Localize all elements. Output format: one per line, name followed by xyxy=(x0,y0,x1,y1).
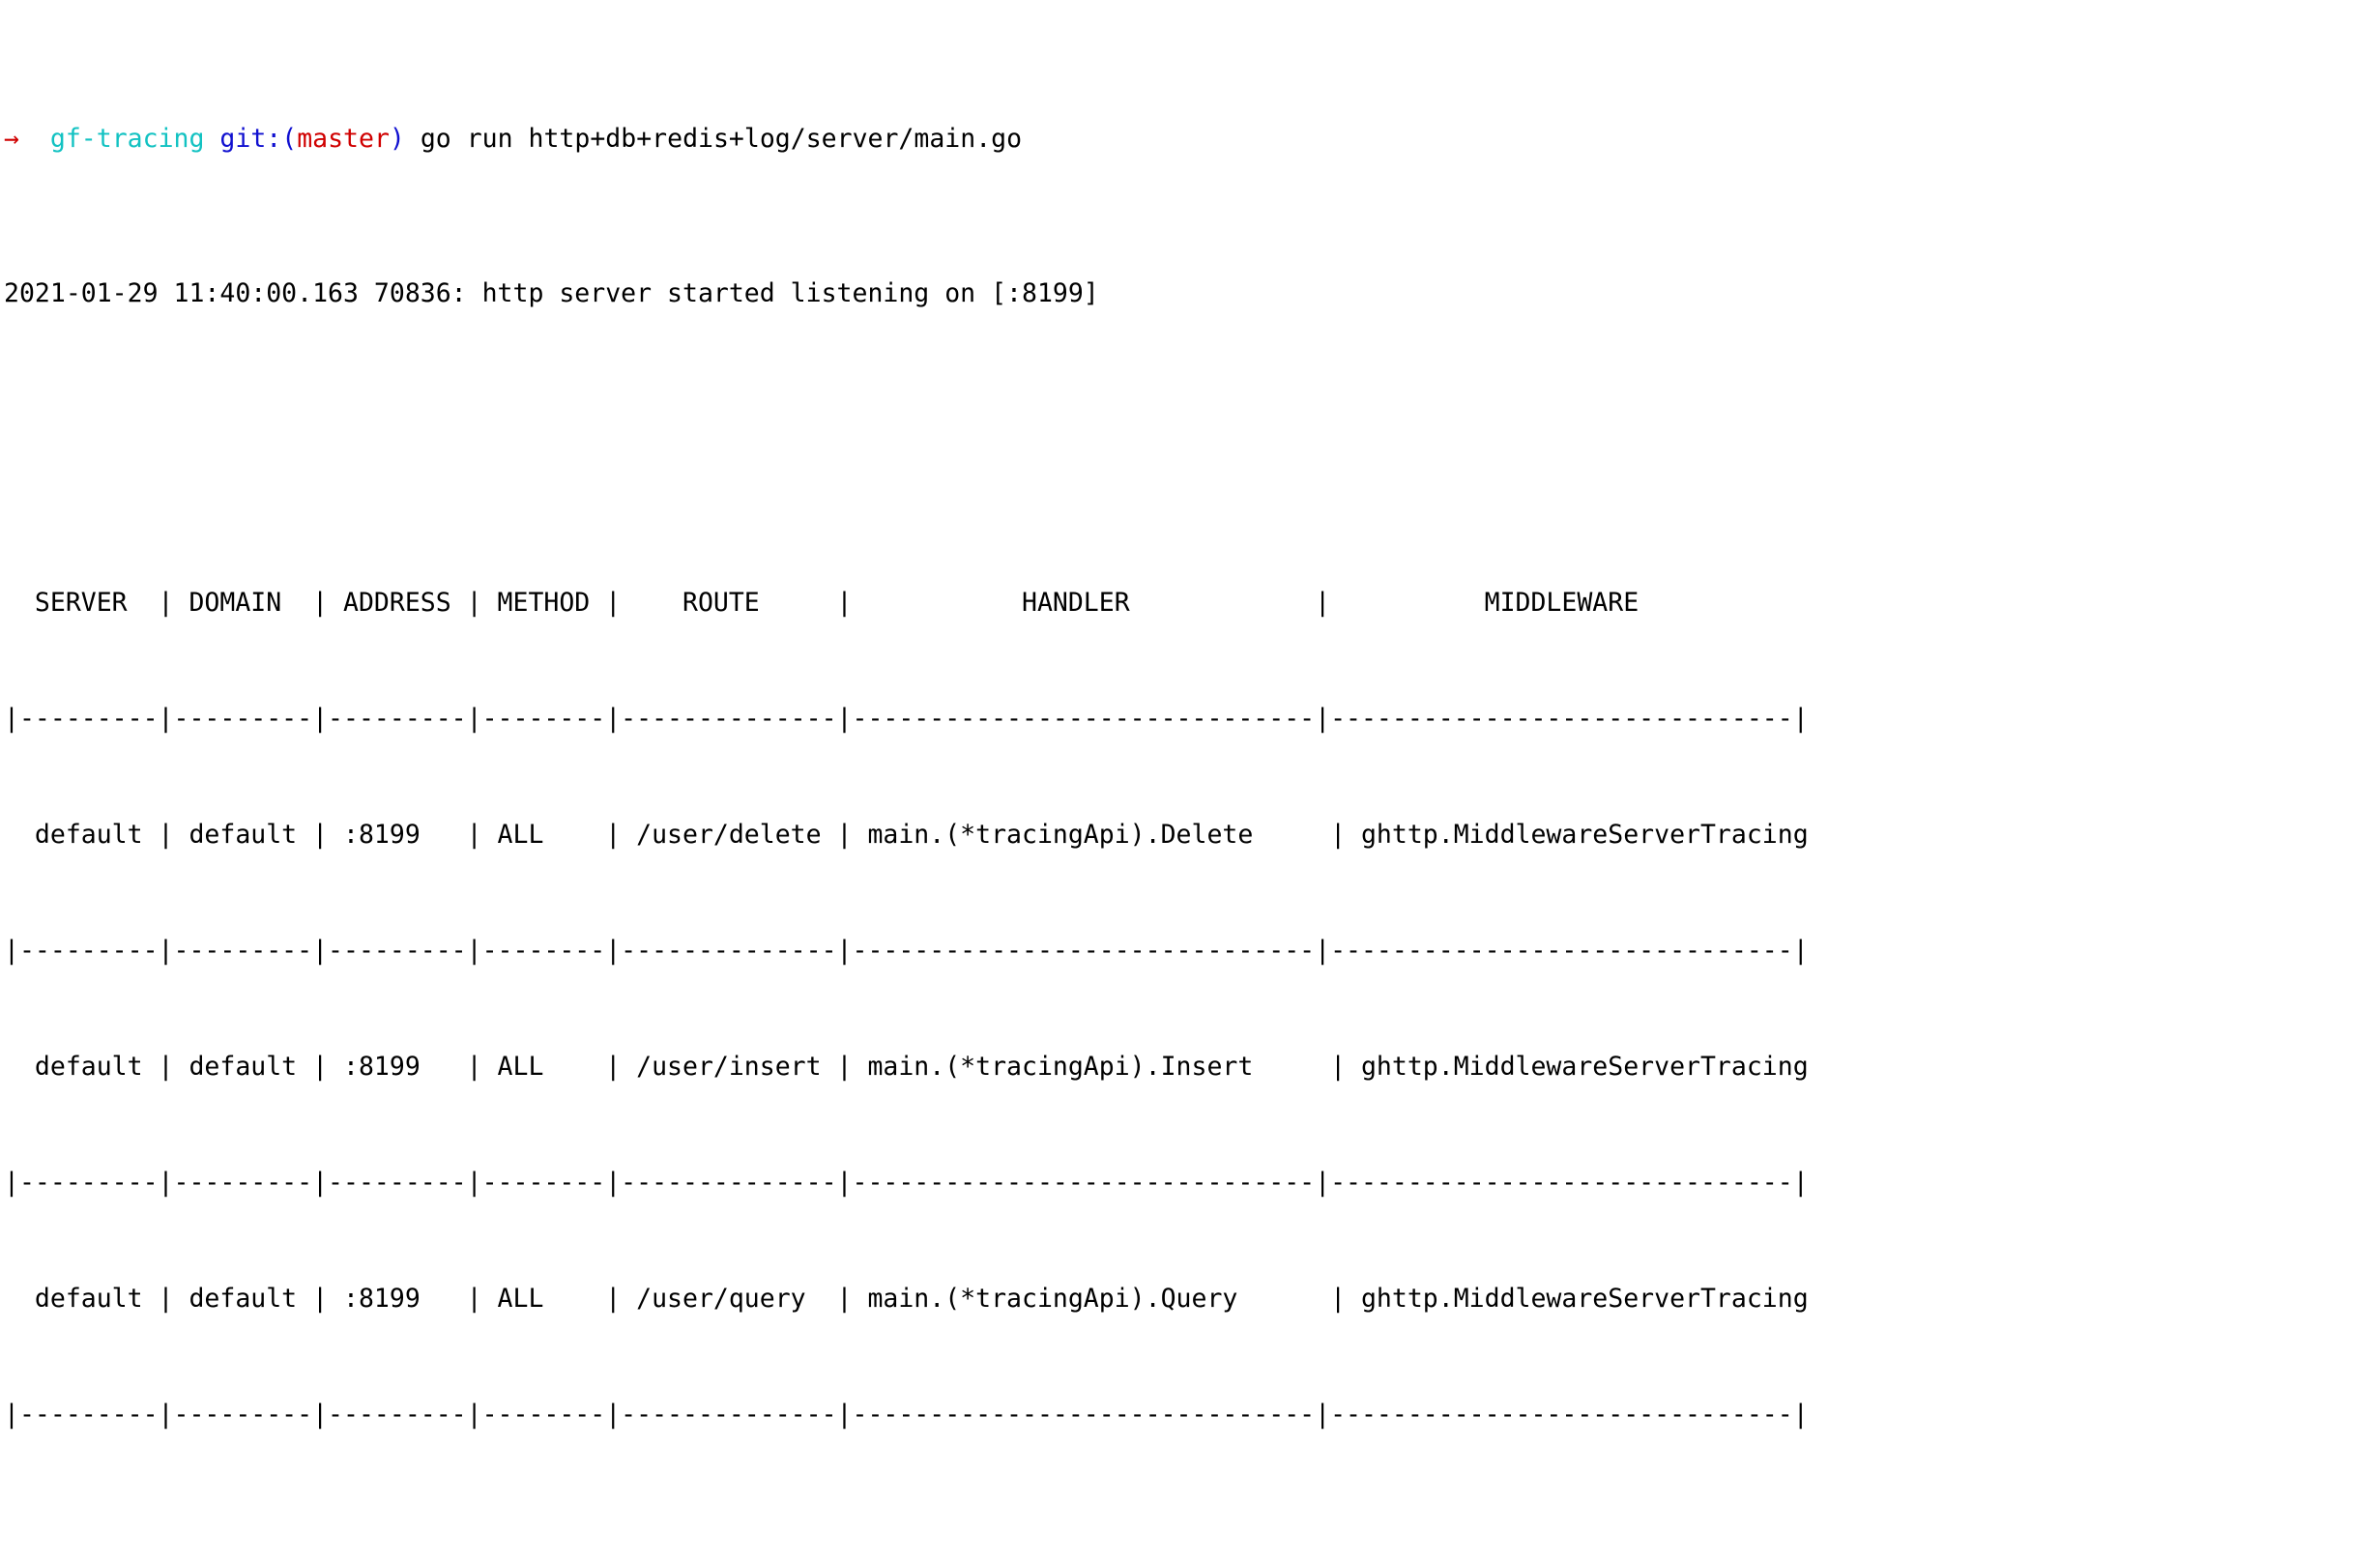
route-table-divider-bottom: |---------|---------|---------|--------|… xyxy=(4,1400,1809,1430)
route-table-divider-1: |---------|---------|---------|--------|… xyxy=(4,936,1809,966)
prompt-line: → gf-tracing git:(master) go run http+db… xyxy=(0,120,2380,159)
terminal-window[interactable]: → gf-tracing git:(master) go run http+db… xyxy=(0,0,2380,1430)
table-row: default | default | :8199 | ALL | /user/… xyxy=(4,820,1824,850)
prompt-command: go run http+db+redis+log/server/main.go xyxy=(404,124,1023,154)
prompt-git-prefix: git:( xyxy=(219,124,298,154)
prompt-branch-name: master xyxy=(297,124,390,154)
prompt-git-suffix: ) xyxy=(389,124,405,154)
table-row: default | default | :8199 | ALL | /user/… xyxy=(4,1284,1824,1314)
server-startup-line: 2021-01-29 11:40:00.163 70836: http serv… xyxy=(4,278,1099,308)
prompt-arrow-icon: → xyxy=(4,124,19,154)
blank-line-2 xyxy=(0,1550,2380,1562)
route-table-header: SERVER | DOMAIN | ADDRESS | METHOD | ROU… xyxy=(4,588,1793,618)
prompt-space2 xyxy=(204,124,219,154)
route-table-divider-top: |---------|---------|---------|--------|… xyxy=(4,704,1809,734)
table-row: default | default | :8199 | ALL | /user/… xyxy=(4,1052,1824,1082)
route-table-divider-2: |---------|---------|---------|--------|… xyxy=(4,1168,1809,1198)
blank-line-1 xyxy=(0,429,2380,468)
prompt-space1 xyxy=(19,124,50,154)
prompt-repo-name: gf-tracing xyxy=(49,124,205,154)
